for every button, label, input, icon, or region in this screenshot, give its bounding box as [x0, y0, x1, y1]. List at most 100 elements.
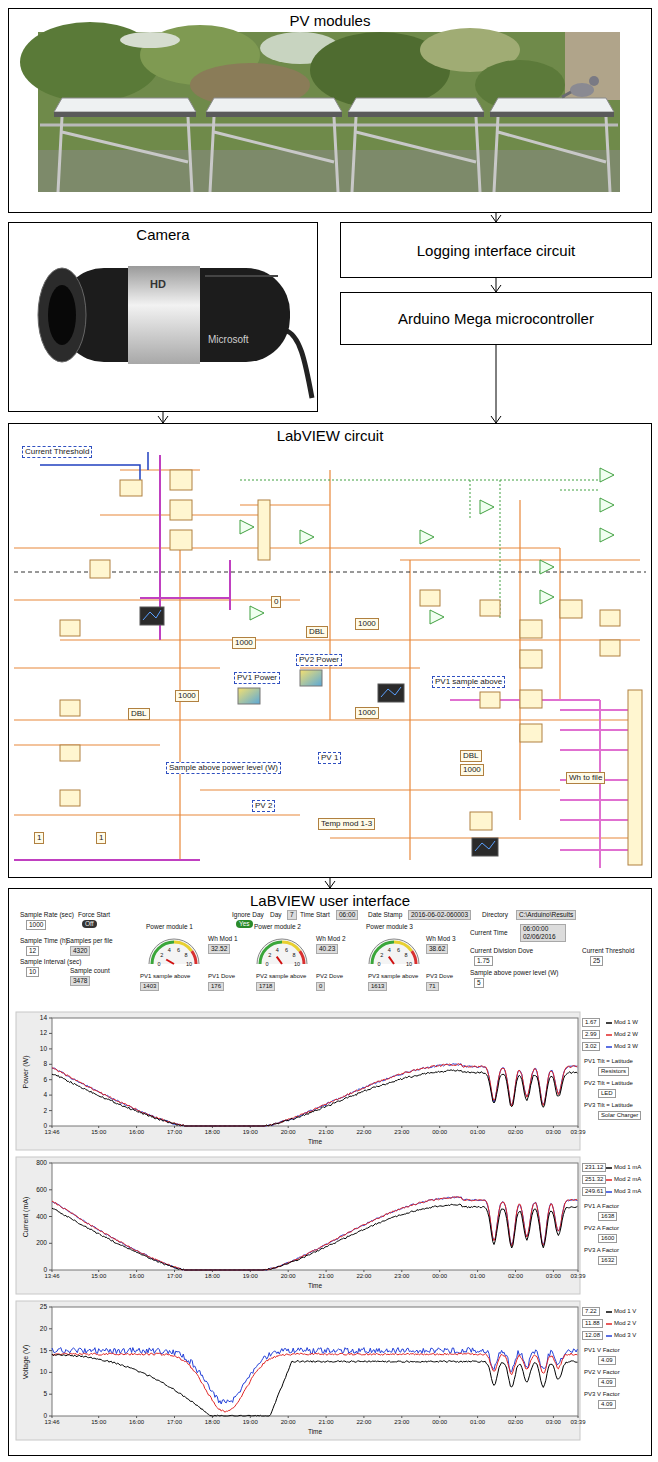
labview-wiring: [14, 452, 646, 868]
control-value: 1.75: [474, 956, 493, 966]
gauge-band: [192, 951, 196, 964]
path-shape: [430, 610, 444, 624]
axis-tick-label: 12: [40, 1030, 47, 1038]
axis-tick: [49, 1048, 52, 1049]
box-title: Arduino Mega microcontroller: [398, 310, 594, 327]
axis-tick-label: 00:00: [432, 1419, 447, 1426]
rect-shape: [170, 530, 192, 550]
rect-shape: [470, 812, 492, 830]
labview-block-label: Sample above power level (W): [166, 762, 281, 774]
control-value: 40.23: [316, 944, 338, 954]
axis-tick-label: 21:00: [319, 1419, 334, 1426]
labview-block-label: DBL: [460, 750, 482, 762]
rect-shape: [300, 670, 322, 686]
labview-block-label: 1000: [355, 618, 379, 630]
box-title: LaBVIEW user interface: [250, 892, 410, 909]
box-title: Logging interface circuit: [417, 242, 575, 259]
axis-tick: [98, 1416, 99, 1418]
axis-tick-label: 18:00: [205, 1129, 220, 1136]
path-shape: [450, 700, 640, 868]
legend-line: [606, 1191, 612, 1193]
axis-tick-label: 21:00: [319, 1273, 334, 1280]
gauge-tick: 8: [185, 952, 188, 959]
axis-tick: [439, 1126, 440, 1128]
axis-title: Voltage (V): [22, 1344, 30, 1379]
rect-shape: [520, 724, 542, 742]
current-value: 12.08: [582, 1331, 603, 1340]
axis-tick-label: 400: [36, 1213, 47, 1221]
rect-shape: [490, 112, 614, 117]
axis-tick: [515, 1270, 516, 1272]
current-value: 231.12: [582, 1163, 606, 1172]
plot-area: [52, 1307, 578, 1416]
axis-tick-label: 6: [43, 1076, 47, 1084]
path-shape: [352, 117, 480, 192]
plot-legend-name: Mod 1 mA: [614, 1164, 641, 1171]
path-shape: [250, 606, 264, 620]
axis-tick-label: 02:00: [508, 1273, 523, 1280]
chart-panel: [16, 1301, 580, 1440]
control-value: 4.09: [598, 1356, 616, 1365]
chart-panel: [16, 1012, 580, 1150]
rect-shape: [378, 684, 404, 702]
axis-tick-label: 5: [43, 1390, 47, 1398]
flow-arrow: [491, 213, 501, 222]
rect-shape: [520, 690, 542, 708]
axis-tick-label: 13:46: [44, 1419, 59, 1426]
data-series: [52, 1070, 577, 1126]
rect-shape: [520, 650, 542, 668]
flow-arrow: [158, 412, 168, 423]
axis-tick-label: 10: [40, 1368, 47, 1376]
labview-block-label: DBL: [306, 626, 328, 638]
axis-tick-label: 13:46: [44, 1273, 59, 1280]
labview-block-label: 1000: [232, 637, 256, 649]
labview-graph-icons: [140, 607, 498, 856]
axis-tick: [477, 1416, 478, 1418]
axis-tick: [553, 1416, 554, 1418]
axis-title: Current (mA): [22, 1196, 30, 1236]
rect-shape: [170, 500, 192, 520]
ellipse-shape: [570, 83, 594, 97]
control-label: PV3 V Factor: [584, 1391, 620, 1398]
axis-tick-label: 02:00: [508, 1129, 523, 1136]
legend-line: [606, 1046, 612, 1048]
gauge-tick: 6: [177, 946, 180, 953]
axis-tick: [477, 1270, 478, 1272]
axis-tick-label: 20:00: [281, 1419, 296, 1426]
control-value: 4.09: [598, 1400, 616, 1409]
labview-block-label: PV1 sample above: [432, 676, 505, 688]
axis-tick: [553, 1126, 554, 1128]
arrow-line: [491, 213, 501, 222]
axis-tick-label: 18:00: [205, 1273, 220, 1280]
labview-comparators: [240, 468, 614, 624]
box-title: PV modules: [290, 12, 371, 29]
path-shape: [14, 470, 640, 860]
data-series: [52, 1064, 577, 1126]
gauge-needle: [277, 957, 282, 964]
control-value: 06:00: [336, 910, 358, 920]
control-label: Day: [270, 911, 282, 919]
axis-tick: [288, 1270, 289, 1272]
labview-block-label: Wh to file: [566, 772, 605, 784]
rect-shape: [600, 640, 620, 656]
data-series: [52, 1204, 577, 1270]
labview-block-label: Current Threshold: [22, 446, 92, 458]
axis-tick: [98, 1126, 99, 1128]
control-label: PV3 A Factor: [584, 1247, 619, 1254]
pv-photo: [20, 22, 620, 192]
rect-shape: [628, 690, 642, 865]
control-label: Sample Time (h): [20, 937, 68, 945]
polygon-shape: [490, 98, 614, 112]
path-shape: [143, 610, 161, 620]
path-shape: [40, 124, 618, 127]
control-label: Current Division Dove: [470, 947, 533, 955]
axis-tick-label: 22:00: [356, 1273, 371, 1280]
axis-tick: [49, 1350, 52, 1351]
rect-shape: [560, 600, 582, 618]
path-shape: [600, 498, 614, 512]
plot-legend-name: Mod 3 mA: [614, 1188, 641, 1195]
rect-shape: [140, 607, 164, 625]
control-label: Current Time: [470, 929, 508, 937]
axis-tick-label: 16:00: [129, 1419, 144, 1426]
rect-shape: [420, 590, 440, 606]
